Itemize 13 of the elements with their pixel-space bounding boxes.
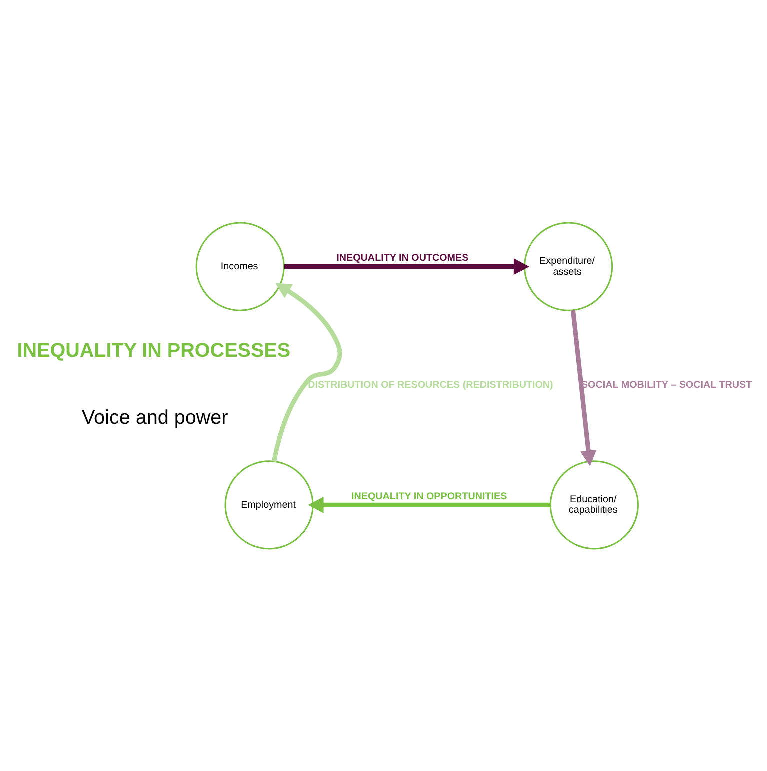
label: INEQUALITY IN PROCESSES xyxy=(17,339,291,362)
label: Voice and power xyxy=(82,406,228,428)
node-circle: Incomes xyxy=(196,222,285,311)
arrow xyxy=(308,496,550,513)
arrow xyxy=(284,258,530,274)
edge-label: INEQUALITY IN OUTCOMES xyxy=(336,252,469,264)
node-circle: Education/ capabilities xyxy=(550,460,639,550)
edge-label: INEQUALITY IN OPPORTUNITIES xyxy=(352,490,508,502)
node-circle: Expenditure/ assets xyxy=(524,222,614,311)
node-circle: Employment xyxy=(224,460,314,550)
edge-label: DISTRIBUTION OF RESOURCES (REDISTRIBUTION) xyxy=(308,379,554,390)
arrow xyxy=(570,310,597,466)
arrow xyxy=(272,282,342,462)
